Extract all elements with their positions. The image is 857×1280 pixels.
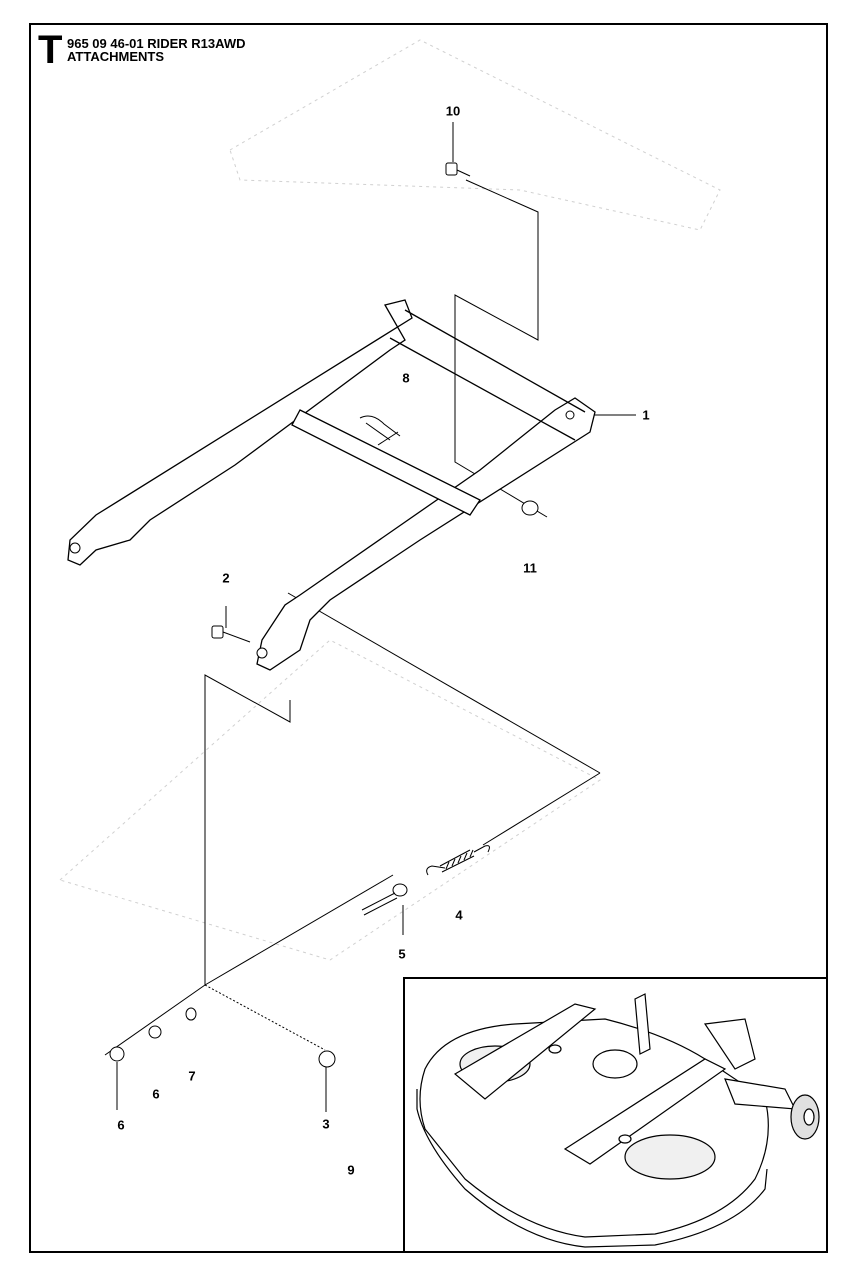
callout-6-upper: 6 [152, 1086, 160, 1102]
callout-2: 2 [222, 570, 230, 586]
blade-housing-right [624, 1134, 716, 1180]
hairpin-clip [359, 415, 401, 446]
assembled-view-inset [403, 977, 828, 1253]
callout-3: 3 [322, 1116, 330, 1132]
deck-skirt [416, 1089, 768, 1248]
callout-5: 5 [398, 946, 406, 962]
lift-frame-part [67, 299, 596, 671]
section-letter: T [38, 28, 63, 72]
callout-6-lower: 6 [117, 1117, 125, 1133]
spring-4 [426, 845, 490, 876]
section-title: ATTACHMENTS [67, 49, 165, 64]
callout-9: 9 [347, 1162, 355, 1178]
callout-4: 4 [455, 907, 463, 923]
center-pulley [592, 1049, 638, 1079]
spring-upright [634, 993, 651, 1055]
eye-bolt-5 [361, 883, 408, 916]
frame-holes [69, 410, 575, 659]
callout-1: 1 [642, 407, 650, 423]
background-ghost-outline [58, 39, 721, 961]
mower-deck-illustration [416, 993, 820, 1248]
model-title: 965 09 46-01 RIDER R13AWD [67, 36, 246, 51]
callout-7: 7 [188, 1068, 196, 1084]
front-arm [724, 1078, 797, 1110]
callout-10: 10 [445, 103, 461, 119]
nut-left [548, 1044, 562, 1054]
bolt-2 [211, 625, 251, 643]
callout-8: 8 [402, 370, 410, 386]
washers-and-nuts [109, 1007, 336, 1068]
callout-11: 11 [523, 560, 537, 576]
nut-right [618, 1134, 632, 1144]
bolt-10 [445, 162, 471, 177]
nut-11 [521, 500, 539, 516]
wheel-hub [803, 1108, 815, 1126]
assembly-lines [104, 122, 636, 1112]
frame-rail-left [453, 1003, 597, 1100]
frame-rail-right [563, 1058, 727, 1165]
bracket [703, 1018, 756, 1070]
